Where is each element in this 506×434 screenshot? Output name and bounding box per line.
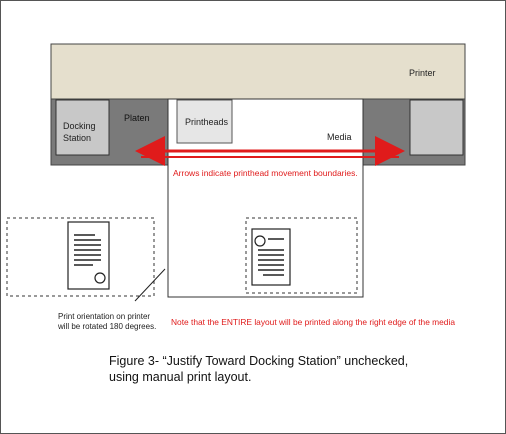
caption-line1: Figure 3- “Justify Toward Docking Statio… bbox=[109, 354, 409, 368]
printheads-label: Printheads bbox=[185, 117, 229, 127]
right-station-box bbox=[409, 99, 464, 156]
printer-body bbox=[50, 43, 466, 100]
orientation-note-line2: will be rotated 180 degrees. bbox=[58, 322, 157, 331]
orientation-note-line1: Print orientation on printer bbox=[58, 312, 151, 321]
printheads-box bbox=[176, 99, 233, 144]
docking-station-box bbox=[55, 99, 110, 156]
note-pointer-line bbox=[134, 268, 166, 302]
arrows-note: Arrows indicate printhead movement bound… bbox=[173, 168, 358, 178]
document-icon-right bbox=[251, 228, 291, 286]
caption-line2: using manual print layout. bbox=[109, 370, 252, 384]
printer-label: Printer bbox=[409, 68, 436, 78]
platen-label: Platen bbox=[124, 113, 150, 123]
print-layout-area bbox=[245, 217, 358, 294]
media-label: Media bbox=[327, 132, 352, 142]
orientation-preview-box bbox=[6, 217, 155, 297]
layout-note: Note that the ENTIRE layout will be prin… bbox=[171, 317, 455, 327]
docking-station-label: Docking Station bbox=[63, 121, 96, 143]
document-icon-left bbox=[67, 221, 110, 290]
figure-caption: Figure 3- “Justify Toward Docking Statio… bbox=[109, 353, 408, 385]
